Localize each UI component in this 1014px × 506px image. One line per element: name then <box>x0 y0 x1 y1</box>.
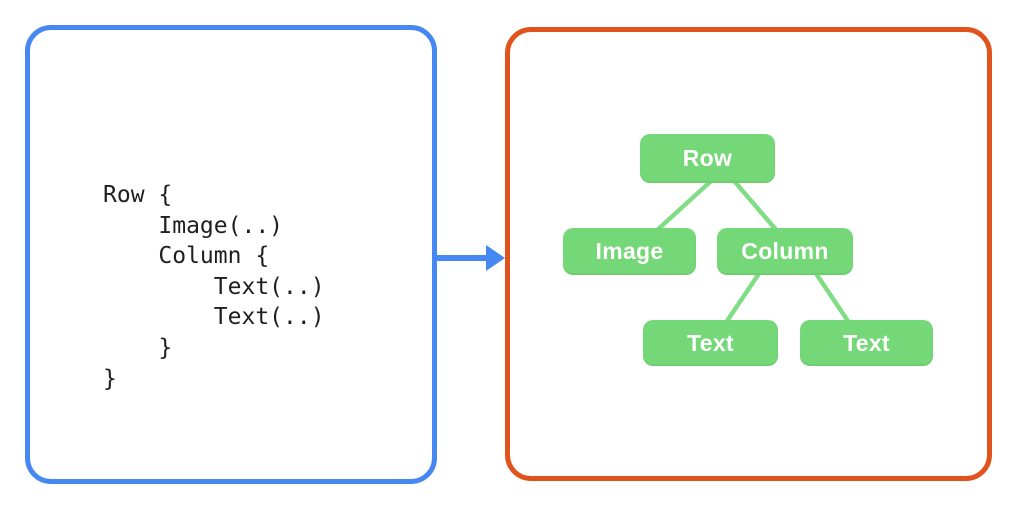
edge-column-to-text-left <box>722 272 761 327</box>
tree-edges <box>652 179 853 327</box>
tree-node-image: Image <box>563 228 696 275</box>
arrow-shaft <box>436 255 488 261</box>
edge-column-to-text-right <box>814 272 853 327</box>
arrow-right-icon <box>486 245 505 271</box>
tree-node-text-right: Text <box>800 320 933 366</box>
tree-node-row: Row <box>640 134 775 183</box>
tree-node-text-left: Text <box>643 320 778 366</box>
code-snippet: Row { Image(..) Column { Text(..) Text(.… <box>103 182 325 392</box>
edge-row-to-image <box>652 179 713 235</box>
edge-row-to-column <box>732 179 781 235</box>
code-panel: Row { Image(..) Column { Text(..) Text(.… <box>25 25 437 484</box>
tree-node-column: Column <box>717 228 853 275</box>
tree-panel: Row Image Column Text Text <box>505 27 992 481</box>
